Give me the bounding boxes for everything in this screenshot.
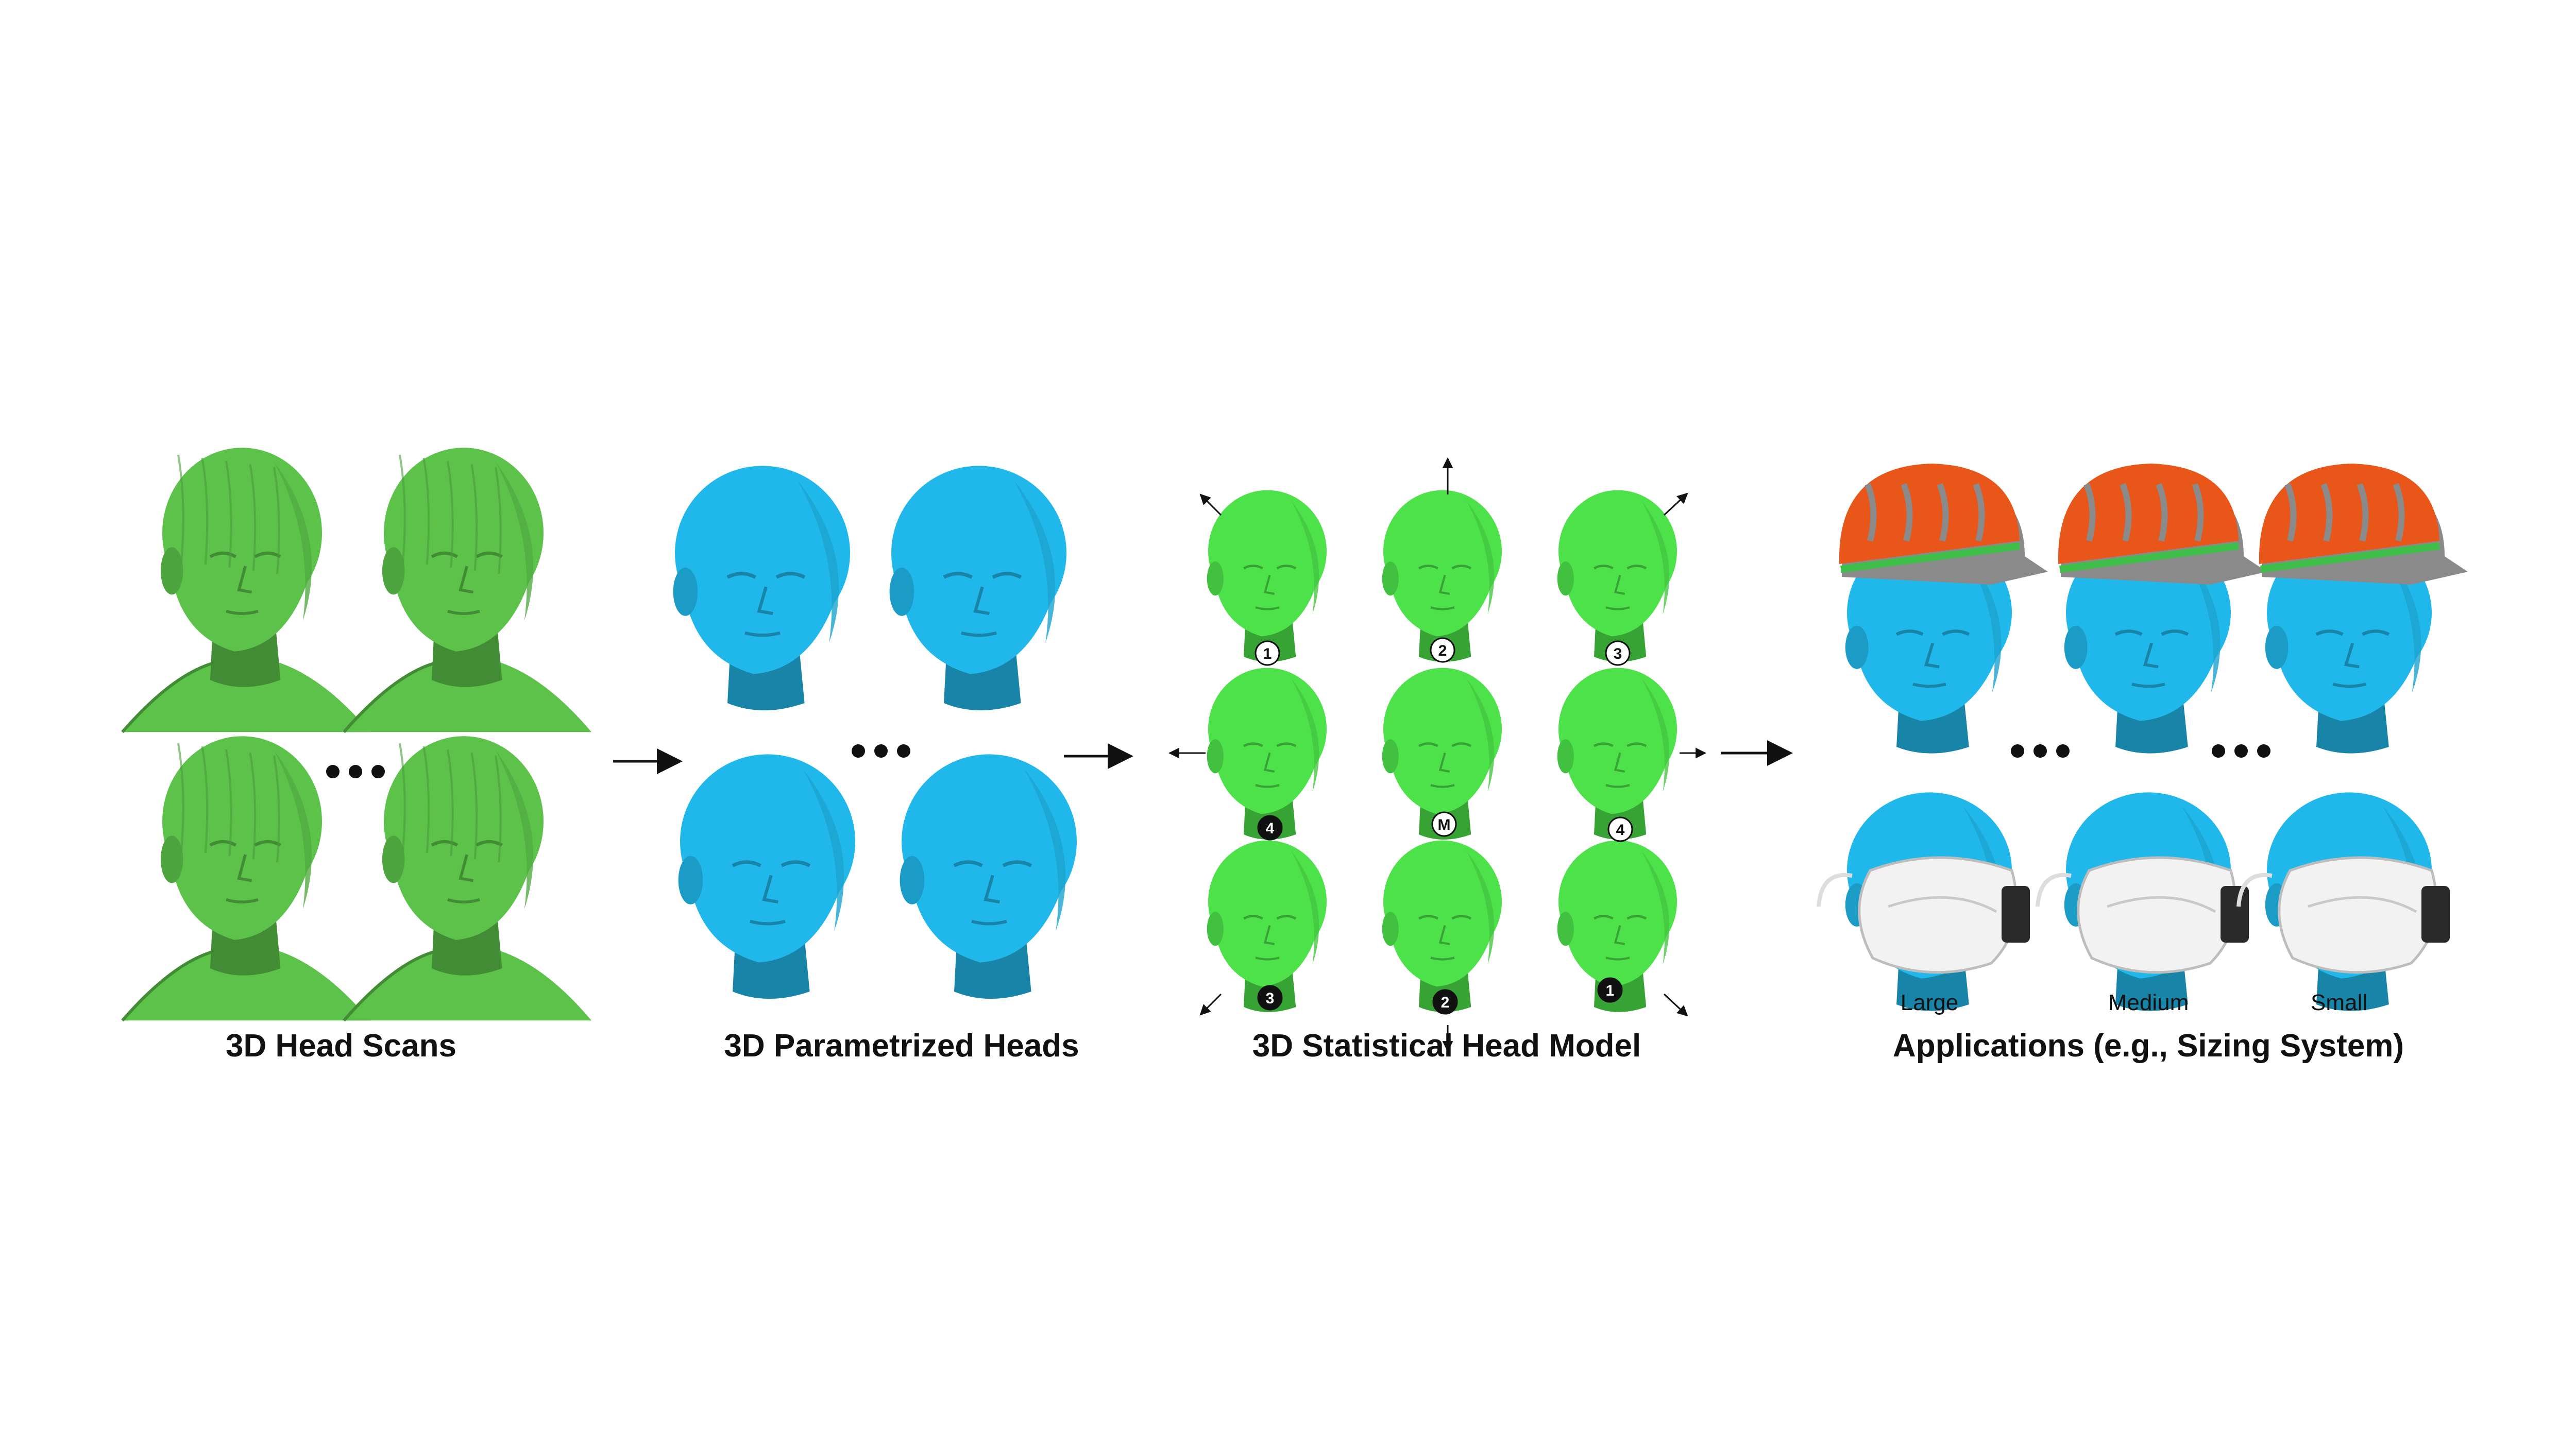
variation-marker-3: 3	[1605, 640, 1631, 666]
model-head-1	[1207, 490, 1327, 662]
ellipsis-icon	[852, 744, 910, 758]
model-head-8	[1382, 840, 1502, 1012]
head-scans-group	[121, 448, 591, 1022]
variation-marker-label: 1	[1606, 982, 1615, 999]
variation-marker-label: 3	[1266, 990, 1275, 1007]
variation-marker-7: 3	[1257, 985, 1283, 1011]
flow-arrows-group	[613, 740, 1793, 774]
direction-arrow-up-left	[1199, 493, 1222, 516]
model-head-6	[1557, 668, 1677, 840]
helmet-icon	[2058, 464, 2267, 585]
variation-marker-label: 3	[1614, 645, 1622, 662]
variation-marker-5: M	[1431, 811, 1457, 837]
scan-head-1	[121, 448, 370, 733]
param-head-3	[678, 754, 855, 999]
model-head-9	[1557, 840, 1677, 1012]
caption-statistical-model: 3D Statistical Head Model	[1252, 1028, 1641, 1064]
variation-marker-label: M	[1438, 816, 1451, 833]
param-head-2	[889, 466, 1066, 711]
caption-applications: Applications (e.g., Sizing System)	[1892, 1028, 2404, 1064]
variation-marker-label: 4	[1616, 822, 1625, 839]
variation-marker-8: 2	[1432, 989, 1458, 1015]
variation-marker-label: 2	[1438, 642, 1447, 659]
ellipsis-icon	[2011, 744, 2070, 758]
caption-parametrized-heads: 3D Parametrized Heads	[724, 1028, 1079, 1064]
param-head-1	[673, 466, 850, 711]
variation-marker-2: 2	[1430, 637, 1455, 663]
scan-head-4	[343, 736, 591, 1022]
direction-arrow-up-right	[1663, 492, 1688, 516]
ellipsis-icon	[2212, 744, 2270, 758]
param-head-4	[900, 754, 1077, 999]
direction-arrow-down-left	[1199, 993, 1222, 1016]
respirator-mask-icon	[2236, 856, 2450, 974]
size-label-large: Large	[1900, 990, 1959, 1015]
statistical-model-group: 1 2 3 4 M 4 3 2 1	[1168, 457, 1707, 1052]
respirator-mask-icon	[1817, 856, 2030, 974]
model-head-7	[1207, 840, 1327, 1012]
size-label-medium: Medium	[2108, 990, 2189, 1015]
model-head-5	[1382, 668, 1502, 840]
variation-marker-6: 4	[1607, 816, 1633, 842]
helmet-icon	[1839, 464, 2048, 585]
applications-group	[1817, 464, 2468, 1011]
model-head-3	[1557, 490, 1677, 662]
scan-head-3	[121, 736, 370, 1022]
parametrized-heads-group	[673, 466, 1077, 999]
variation-marker-1: 1	[1255, 640, 1280, 666]
model-head-4	[1207, 668, 1327, 840]
variation-marker-label: 1	[1263, 645, 1272, 662]
caption-head-scans: 3D Head Scans	[226, 1028, 456, 1064]
direction-arrow-down-right	[1663, 993, 1688, 1017]
variation-marker-9: 1	[1597, 977, 1623, 1003]
variation-marker-4: 4	[1257, 815, 1283, 841]
ellipsis-icon	[326, 765, 385, 778]
helmet-icon	[2259, 464, 2468, 585]
variation-marker-label: 2	[1441, 994, 1450, 1011]
model-head-2	[1382, 490, 1502, 662]
size-label-small: Small	[2310, 990, 2368, 1015]
variation-marker-label: 4	[1266, 820, 1275, 837]
respirator-mask-icon	[2036, 856, 2249, 974]
scan-head-2	[343, 448, 591, 733]
